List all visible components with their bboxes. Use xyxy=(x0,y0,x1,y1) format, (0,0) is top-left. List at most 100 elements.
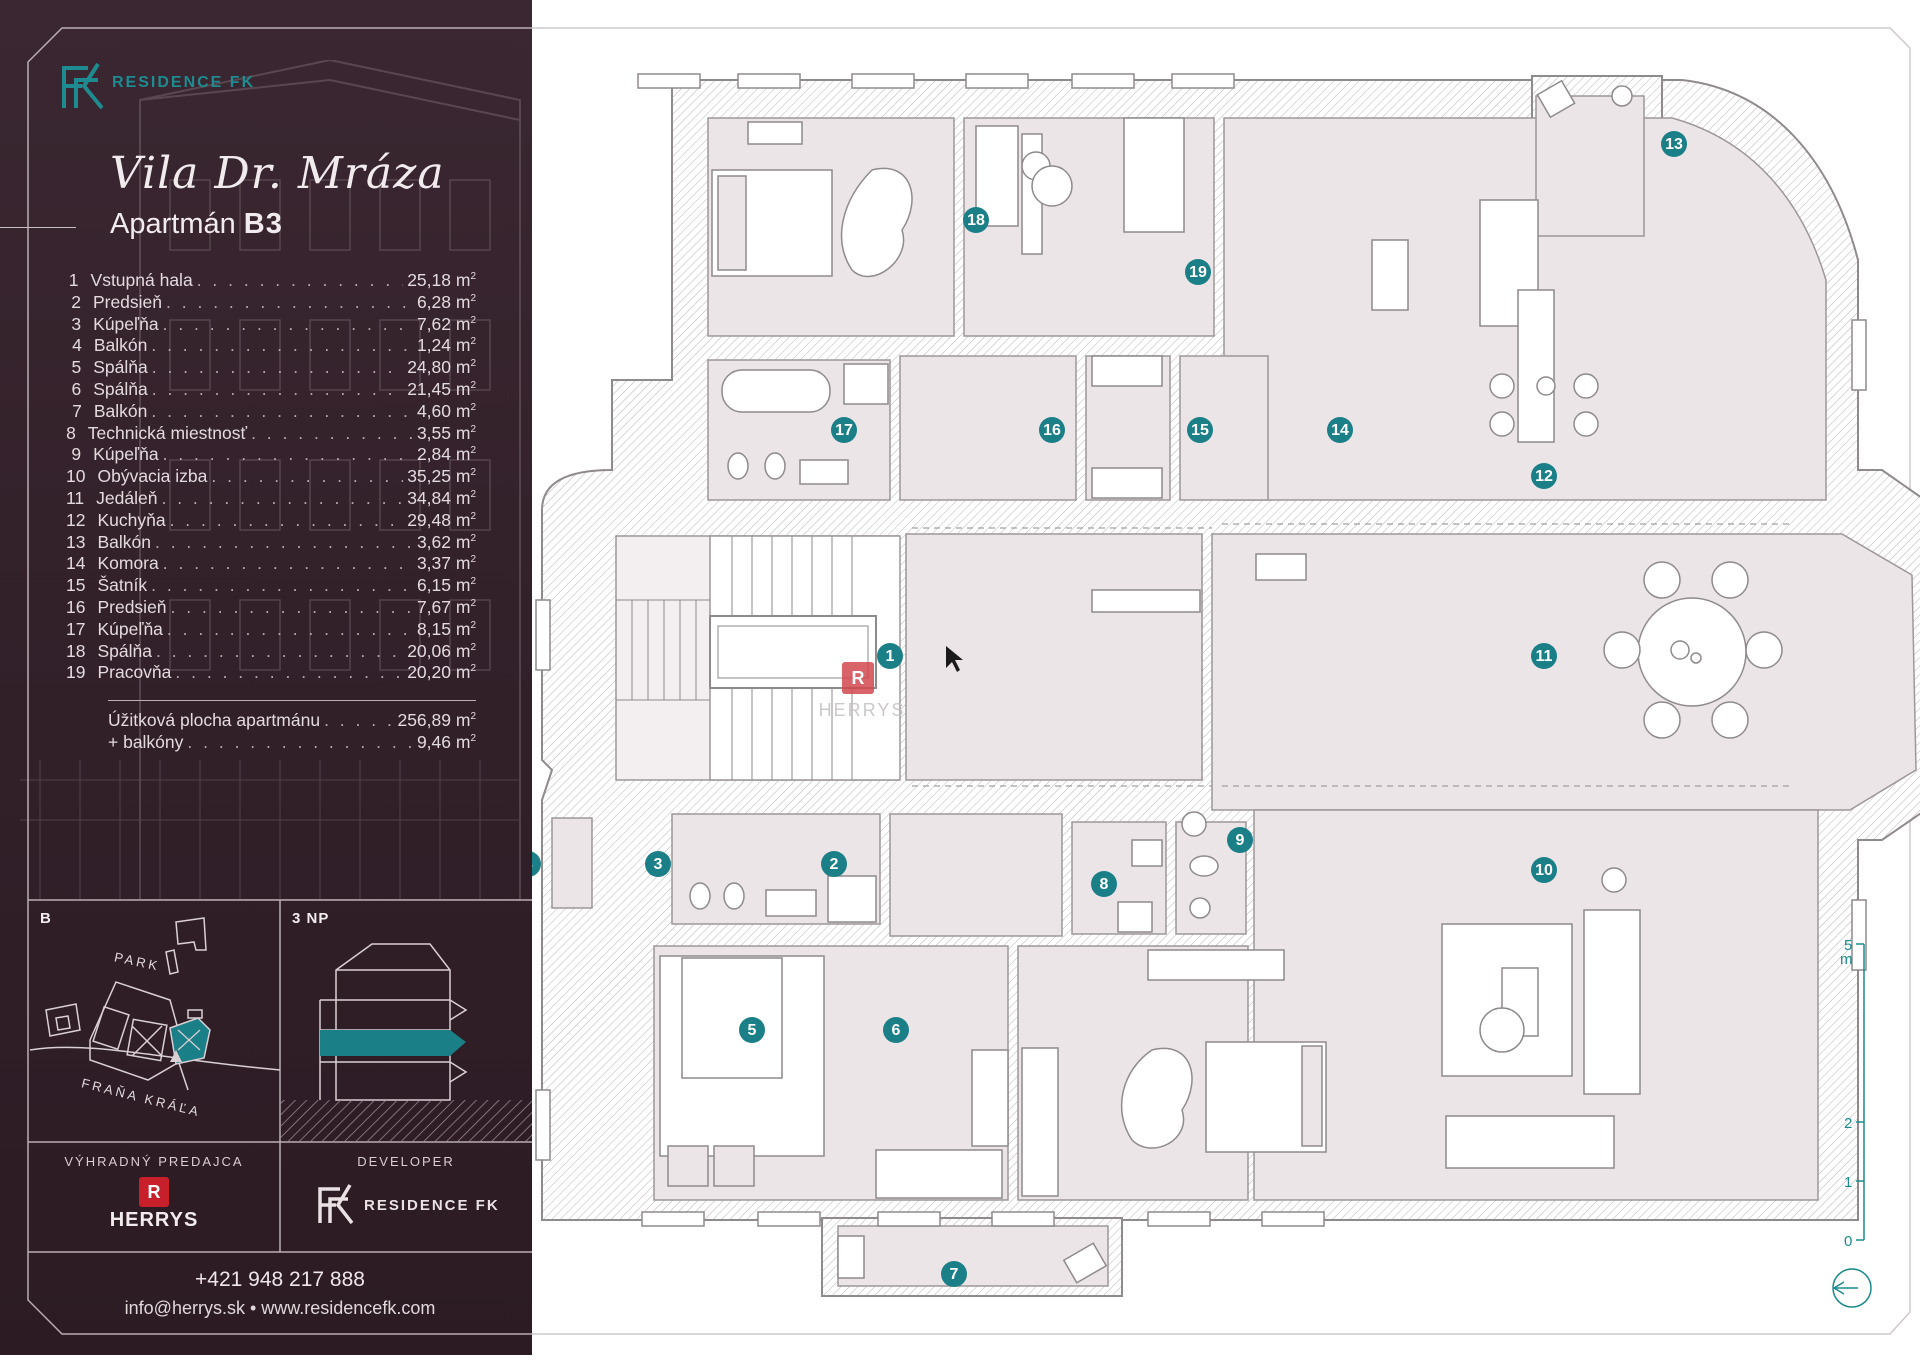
room-name: Balkón xyxy=(97,531,151,552)
herrys-watermark: R HERRYS xyxy=(819,662,906,720)
svg-text:9: 9 xyxy=(1236,832,1245,849)
mouse-cursor-icon xyxy=(946,646,963,672)
room-name: Kúpeľňa xyxy=(93,444,159,465)
svg-text:19: 19 xyxy=(1189,264,1207,281)
leader-dots: . . . . . . . . . . . . . . . . . . . . … xyxy=(151,575,413,596)
room-marker-4: 4 xyxy=(515,851,541,877)
room-7 xyxy=(837,1225,1109,1287)
leader-dots: . . . . . . . . . . . . . . . . . . . . … xyxy=(324,710,393,730)
room-name: Balkón xyxy=(93,335,148,356)
leader-dots: . . . . . . . . . . . . . . . . . . . . … xyxy=(187,732,413,752)
building-section-drawing xyxy=(280,943,532,1142)
svg-text:8: 8 xyxy=(1100,876,1109,893)
room-number: 11 xyxy=(66,487,85,508)
room-marker-16: 16 xyxy=(1039,417,1065,443)
contact-email-web[interactable]: info@herrys.sk • www.residencefk.com xyxy=(124,1298,436,1318)
room-area: 35,25 m2 xyxy=(407,466,476,487)
room-name: Kuchyňa xyxy=(97,509,166,530)
room-number: 8 xyxy=(66,422,76,443)
floor-label: 3 NP xyxy=(292,910,330,927)
room-marker-9: 9 xyxy=(1227,827,1253,853)
svg-text:3: 3 xyxy=(654,856,663,873)
scale-tick-1: 1 xyxy=(1844,1174,1852,1191)
room-area: 7,62 m2 xyxy=(416,313,476,334)
room-number: 18 xyxy=(66,640,86,661)
list-divider xyxy=(108,700,476,701)
room-list-item: 16 Predsieň. . . . . . . . . . . . . . . … xyxy=(66,597,476,619)
room-name: Jedáleň xyxy=(96,487,158,508)
scale-unit: m xyxy=(1840,951,1853,968)
room-list-item: 11 Jedáleň. . . . . . . . . . . . . . . .… xyxy=(66,488,476,510)
room-marker-13: 13 xyxy=(1661,131,1687,157)
residence-fk-logo[interactable]: RESIDENCE FK xyxy=(60,60,300,112)
building-photo-background xyxy=(20,60,521,900)
room-number: 13 xyxy=(66,531,86,552)
room-marker-14: 14 xyxy=(1327,417,1353,443)
staircase-steps xyxy=(616,536,877,780)
svg-text:5: 5 xyxy=(748,1022,757,1039)
room-marker-11: 11 xyxy=(1531,643,1557,669)
leader-dots: . . . . . . . . . . . . . . . . . . . . … xyxy=(155,640,403,661)
leader-dots: . . . . . . . . . . . . . . . . . . . . … xyxy=(170,596,413,617)
apartment-code: B3 xyxy=(243,208,283,240)
scale-tick-5: 5 xyxy=(1844,937,1852,954)
svg-text:2: 2 xyxy=(830,856,839,873)
svg-text:16: 16 xyxy=(1043,422,1061,439)
room-name: Spálňa xyxy=(97,640,152,661)
svg-text:1: 1 xyxy=(886,648,895,665)
floor-plan-drawing: R HERRYS 12345678910111213141516171819 5… xyxy=(515,27,1920,1335)
room-name: Komora xyxy=(97,553,159,574)
room-name: Kúpeľňa xyxy=(93,313,159,334)
leader-dots: . . . . . . . . . . . . . . . . . . . . … xyxy=(162,553,413,574)
vendor-name: HERRYS xyxy=(109,1209,199,1231)
room-number: 6 xyxy=(71,378,82,399)
floor-indicator: 3 NP xyxy=(280,900,532,1142)
room-area: 2,84 m2 xyxy=(416,444,476,465)
room-number: 17 xyxy=(66,618,86,639)
room-4 xyxy=(551,817,593,909)
svg-text:14: 14 xyxy=(1331,422,1349,439)
room-number: 12 xyxy=(66,509,86,530)
leader-dots: . . . . . . . . . . . . . . . . . . . . … xyxy=(211,466,403,487)
contact-phone[interactable]: +421 948 217 888 xyxy=(195,1268,365,1291)
room-marker-18: 18 xyxy=(963,207,989,233)
room-marker-5: 5 xyxy=(739,1017,765,1043)
watermark-text: HERRYS xyxy=(819,700,906,720)
room-marker-7: 7 xyxy=(941,1261,967,1287)
room-marker-1: 1 xyxy=(877,643,903,669)
room-area: 4,60 m2 xyxy=(416,400,476,421)
leader-dots: . . . . . . . . . . . . . . . . . . . . … xyxy=(151,357,403,378)
svg-text:12: 12 xyxy=(1535,468,1553,485)
exclusive-vendor[interactable]: VÝHRADNÝ PREDAJCA R HERRYS xyxy=(28,1142,280,1252)
svg-text:11: 11 xyxy=(1536,648,1553,665)
building-label: B xyxy=(40,910,52,927)
room-marker-15: 15 xyxy=(1187,417,1213,443)
room-number: 19 xyxy=(66,662,86,683)
room-11 xyxy=(1211,533,1917,811)
leader-dots: . . . . . . . . . . . . . . . . . . . . … xyxy=(166,618,413,639)
room-area: 20,06 m2 xyxy=(407,640,476,661)
leader-dots: . . . . . . . . . . . . . . . . . . . . … xyxy=(161,487,403,508)
leader-dots: . . . . . . . . . . . . . . . . . . . . … xyxy=(162,444,413,465)
room-name: Spálňa xyxy=(93,378,148,399)
developer[interactable]: DEVELOPER RESIDENCE FK xyxy=(280,1142,532,1252)
room-name: Predsieň xyxy=(97,596,167,617)
leader-dots: . . . . . . . . . . . . . . . . . . . . … xyxy=(175,662,404,683)
room-number: 9 xyxy=(71,444,82,465)
svg-text:13: 13 xyxy=(1665,136,1683,153)
room-number: 7 xyxy=(72,400,82,421)
room-area: 24,80 m2 xyxy=(407,357,476,378)
room-number: 15 xyxy=(66,575,86,596)
room-number: 16 xyxy=(66,596,86,617)
room-markers: 12345678910111213141516171819 xyxy=(515,131,1687,1287)
